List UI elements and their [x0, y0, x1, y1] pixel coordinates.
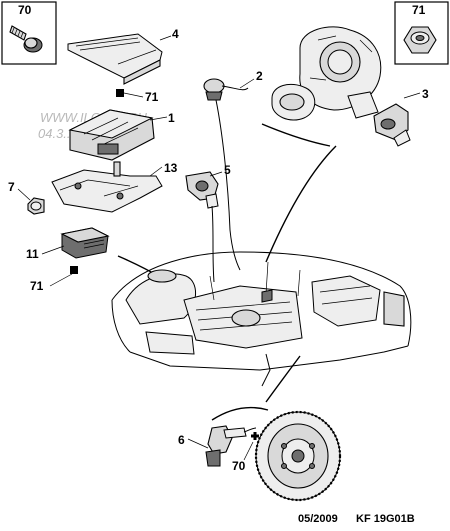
leader-3: [403, 92, 421, 99]
leader-7: [17, 188, 31, 201]
callout-11[interactable]: 11: [26, 247, 39, 261]
leader-71-upper: [123, 92, 144, 98]
position-sensor-part-5[interactable]: [185, 171, 219, 283]
knock-sensor-part-2[interactable]: [203, 78, 249, 271]
square-marker-71-lower: [70, 266, 78, 274]
lead-throttle-curve: [261, 123, 331, 147]
callout-71-upper[interactable]: 71: [145, 90, 159, 104]
engine-bay-illustration: [111, 251, 412, 387]
ecu-cover-part-4[interactable]: [67, 33, 163, 85]
box-71-label: 71: [412, 3, 426, 17]
square-marker-71-upper: [116, 89, 124, 97]
leader-11: [41, 245, 65, 255]
leader-71-lower: [49, 273, 73, 287]
callout-2[interactable]: 2: [256, 69, 263, 83]
leader-70-lower: [243, 441, 254, 461]
callout-71-lower[interactable]: 71: [30, 279, 44, 293]
ecu-part-1[interactable]: [68, 109, 155, 161]
callout-6[interactable]: 6: [178, 433, 185, 447]
callout-box-71[interactable]: 71: [394, 1, 449, 65]
flywheel-illustration: [254, 410, 342, 502]
callout-13[interactable]: 13: [164, 161, 178, 175]
callout-5[interactable]: 5: [224, 163, 231, 177]
bolt-part-7[interactable]: [27, 197, 45, 215]
box-70-label: 70: [18, 3, 32, 17]
leader-5: [209, 171, 223, 177]
screw-icon: [9, 25, 43, 53]
cross-marker-70: [251, 432, 259, 440]
callout-1[interactable]: 1: [168, 111, 175, 125]
footer-date: 05/2009: [298, 513, 338, 525]
lead-throttle-to-engine: [265, 145, 337, 263]
module-part-11[interactable]: [60, 227, 110, 259]
nut-icon: [403, 26, 437, 54]
callout-box-70[interactable]: 70: [1, 1, 57, 65]
lead-engine-to-crank: [265, 355, 301, 403]
throttle-sensor-part-3[interactable]: [373, 103, 411, 147]
lead-crank-curve: [211, 406, 269, 421]
callout-4[interactable]: 4: [172, 27, 179, 41]
throttle-body-assembly: [271, 26, 382, 121]
crank-sensor-part-6[interactable]: [205, 425, 257, 467]
footer-reference: KF 19G01B: [356, 513, 415, 525]
leader-4: [159, 35, 172, 41]
callout-3[interactable]: 3: [422, 87, 429, 101]
leader-13: [149, 166, 163, 177]
callout-70-lower[interactable]: 70: [232, 459, 246, 473]
leader-1: [149, 116, 168, 121]
bracket-part-13[interactable]: [51, 161, 163, 213]
leader-2: [239, 78, 255, 89]
callout-7[interactable]: 7: [8, 180, 15, 194]
leader-6: [187, 438, 209, 449]
